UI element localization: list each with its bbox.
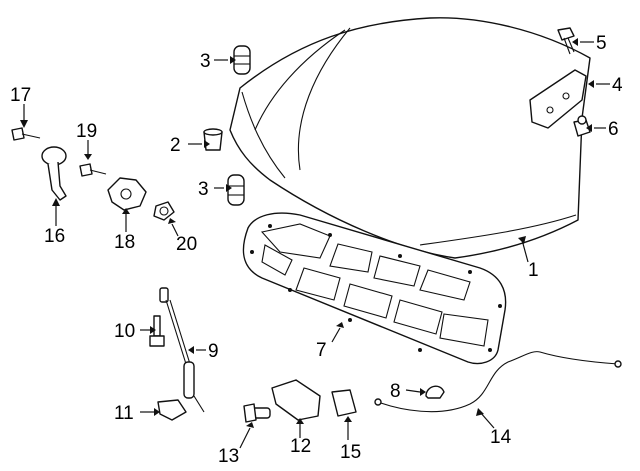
leader-lines xyxy=(20,38,610,449)
callout-9: 9 xyxy=(208,341,219,362)
bumper-stop-upper xyxy=(233,45,251,75)
cable-clip xyxy=(331,389,357,417)
callout-12: 12 xyxy=(290,436,311,457)
holder-bolt xyxy=(11,127,41,141)
callout-13: 13 xyxy=(218,446,239,467)
callout-3-upper: 3 xyxy=(200,51,211,72)
support-bolt xyxy=(149,315,165,347)
callout-11: 11 xyxy=(114,403,134,424)
hood-hinge xyxy=(529,69,587,129)
callout-10: 10 xyxy=(114,321,135,342)
callout-15: 15 xyxy=(340,442,361,463)
callout-20: 20 xyxy=(176,234,197,255)
hood-support-rod xyxy=(159,287,205,413)
hood-latch xyxy=(107,177,147,211)
latch-bolt xyxy=(79,163,107,177)
prop-rod-holder xyxy=(41,146,67,201)
hood-insulator-pad xyxy=(242,212,507,365)
callout-1: 1 xyxy=(528,260,539,281)
callout-4: 4 xyxy=(612,75,623,96)
handle-bolt xyxy=(243,403,271,423)
callout-2: 2 xyxy=(170,135,181,156)
grommet xyxy=(425,385,445,399)
callout-labels: 1 2 3 3 4 5 6 7 8 9 10 11 12 13 14 15 16… xyxy=(10,33,623,467)
callout-19: 19 xyxy=(76,121,97,142)
latch-nut xyxy=(153,201,175,221)
support-bracket xyxy=(157,399,187,421)
bumper-stop-lower xyxy=(227,174,245,206)
release-handle xyxy=(271,379,321,421)
callout-16: 16 xyxy=(44,226,65,247)
callout-8: 8 xyxy=(390,381,401,402)
hood-panel xyxy=(229,17,591,259)
callout-17: 17 xyxy=(10,85,31,106)
callout-6: 6 xyxy=(608,119,619,140)
callout-3-lower: 3 xyxy=(198,179,209,200)
bumper-stop-small xyxy=(203,128,223,151)
release-cable xyxy=(374,351,622,413)
callout-7: 7 xyxy=(316,340,327,361)
callout-14: 14 xyxy=(490,427,512,448)
hinge-bolt xyxy=(557,27,575,55)
callout-5: 5 xyxy=(596,33,607,54)
callout-18: 18 xyxy=(114,232,135,253)
hinge-nut xyxy=(573,115,591,137)
